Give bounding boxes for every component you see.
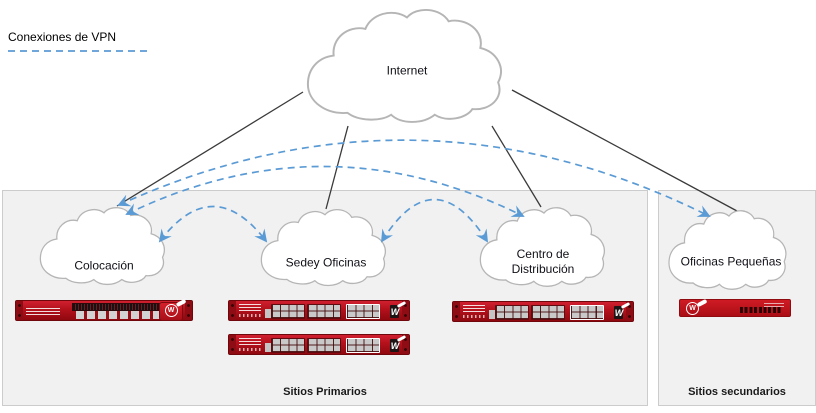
expansion-module <box>390 305 399 318</box>
status-leds <box>239 348 263 351</box>
oficinas-firebox-appliance: W <box>679 298 791 317</box>
vpn-arc-colocacion-centro <box>125 165 525 217</box>
watchguard-brand-mark <box>239 338 261 345</box>
watchguard-w-icon: W <box>164 304 178 317</box>
sede-firebox-appliance-1: W <box>228 300 410 321</box>
rack-ear <box>402 335 409 354</box>
internet-label: Internet <box>386 63 428 78</box>
rack-ear <box>185 301 192 320</box>
legend-label: Conexiones de VPN <box>8 30 117 44</box>
watchguard-w-icon: W <box>390 307 400 317</box>
watchguard-w-icon: W <box>390 341 400 351</box>
ethernet-ports <box>740 307 782 313</box>
watchguard-w-icon: W <box>614 308 624 318</box>
watchguard-brand-mark <box>26 306 60 315</box>
watchguard-brand-mark <box>463 305 485 312</box>
vent-grille <box>72 303 170 311</box>
secondary-sites-box: Sitios secundarios <box>658 190 816 406</box>
rack-ear <box>229 335 236 354</box>
oficinas-pequenas-label: Oficinas Pequeñas <box>680 254 782 269</box>
port-group <box>495 305 529 320</box>
port-group <box>307 304 341 319</box>
centro-distribucion-label: Centro de Distribución <box>511 247 575 276</box>
oficinas-pequenas-cloud <box>668 210 787 290</box>
internet-line-oficinas <box>511 89 738 212</box>
watchguard-brand-mark <box>764 302 784 307</box>
internet-line-centro <box>491 125 542 208</box>
colocacion-firebox-appliance: W <box>15 298 193 321</box>
rack-ear <box>16 301 23 320</box>
watchguard-w-icon: W <box>686 302 699 315</box>
expansion-module <box>390 339 399 352</box>
vpn-arc-colocacion-oficinas <box>117 139 711 217</box>
centro-firebox-appliance: W <box>452 301 634 322</box>
secondary-sites-label: Sitios secundarios <box>688 386 786 398</box>
sede-firebox-appliance-2: W <box>228 334 410 355</box>
expansion-module <box>614 306 623 319</box>
colocacion-label: Colocación <box>74 258 134 273</box>
logo-swoosh-icon <box>696 298 708 307</box>
vpn-arc-sede-centro <box>380 198 489 243</box>
rack-ear <box>229 301 236 320</box>
status-leds <box>463 315 487 318</box>
port-group-highlighted <box>570 305 604 320</box>
sede-oficinas-cloud <box>260 209 386 287</box>
port-group-highlighted <box>346 304 380 319</box>
rack-ear <box>453 302 460 321</box>
port-group <box>271 304 305 319</box>
port-group <box>531 305 565 320</box>
vpn-arc-colocacion-sede <box>158 205 268 243</box>
watchguard-brand-mark <box>239 304 261 311</box>
port-group <box>307 338 341 353</box>
ethernet-ports <box>76 311 164 319</box>
status-leds <box>239 314 263 317</box>
watchguard-logo-panel: W <box>159 298 187 321</box>
internet-line-colocacion <box>116 91 304 207</box>
sede-oficinas-label: Sedey Oficinas <box>285 255 367 270</box>
rack-ear <box>626 302 633 321</box>
primary-sites-label: Sitios Primarios <box>283 386 367 398</box>
rack-ear <box>402 301 409 320</box>
port-group-highlighted <box>346 338 380 353</box>
port-group <box>271 338 305 353</box>
